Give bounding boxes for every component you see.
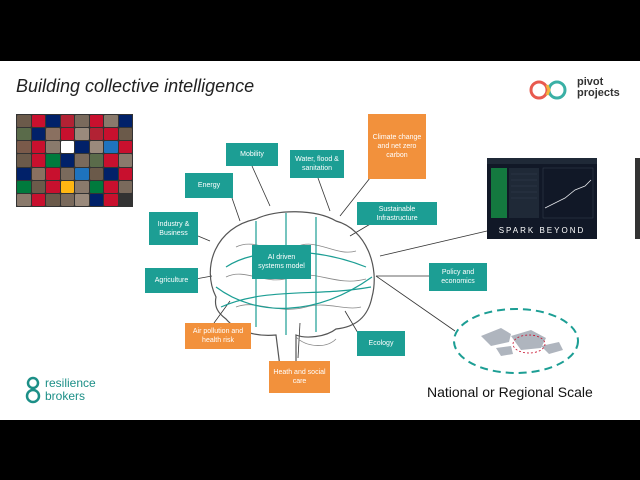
regional-map-icon bbox=[453, 308, 579, 374]
scale-label: National or Regional Scale bbox=[427, 384, 593, 400]
node-air-pollution: Air pollution and health risk bbox=[185, 323, 251, 349]
sparkbeyond-label: SPARK BEYOND bbox=[498, 226, 586, 235]
presentation-slide: Building collective intelligence pivot p… bbox=[0, 61, 640, 420]
node-energy: Energy bbox=[185, 173, 233, 198]
node-agriculture: Agriculture bbox=[145, 268, 198, 293]
video-call-grid bbox=[16, 114, 133, 207]
sparkbeyond-screenshot: SPARK BEYOND bbox=[487, 158, 597, 239]
node-water: Water, flood & sanitation bbox=[290, 150, 344, 178]
pivot-projects-text: pivot projects bbox=[577, 76, 620, 99]
resilience-brokers-text: resilience brokers bbox=[45, 376, 96, 403]
edge-image-strip bbox=[635, 158, 640, 239]
node-policy: Policy and economics bbox=[429, 263, 487, 291]
node-health: Heath and social care bbox=[269, 361, 330, 393]
connector-lines bbox=[189, 165, 488, 359]
node-mobility: Mobility bbox=[226, 143, 278, 166]
resilience-brokers-logo-icon bbox=[25, 376, 41, 404]
pivot-projects-logo-icon bbox=[529, 80, 567, 100]
node-sustainable: Sustainable Infrastructure bbox=[357, 202, 437, 225]
slide-title: Building collective intelligence bbox=[16, 76, 255, 96]
node-center: AI driven systems model bbox=[252, 245, 311, 279]
node-ecology: Ecology bbox=[357, 331, 405, 356]
brain-illustration-icon bbox=[209, 211, 375, 374]
node-industry: Industry & Business bbox=[149, 212, 198, 245]
node-climate: Climate change and net zero carbon bbox=[368, 114, 426, 179]
dashboard-chart-icon bbox=[487, 158, 597, 219]
